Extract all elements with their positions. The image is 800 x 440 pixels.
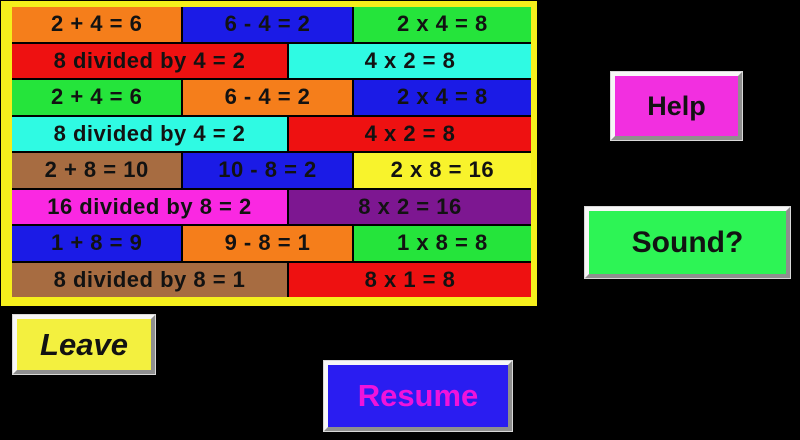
equation-tile[interactable]: 1 + 8 = 9 — [12, 226, 182, 261]
leave-button[interactable]: Leave — [12, 314, 156, 375]
resume-button[interactable]: Resume — [323, 360, 513, 432]
equation-tile[interactable]: 9 - 8 = 1 — [183, 226, 352, 261]
equation-tile[interactable]: 4 x 2 = 8 — [289, 43, 531, 78]
equation-tile[interactable]: 8 divided by 4 = 2 — [12, 43, 287, 78]
sound-toggle-button[interactable]: Sound? — [584, 206, 791, 279]
equation-tile[interactable]: 10 - 8 = 2 — [183, 153, 352, 188]
equation-tile[interactable]: 1 x 8 = 8 — [353, 226, 531, 261]
equation-tile[interactable]: 6 - 4 = 2 — [183, 7, 352, 42]
equation-tile[interactable]: 2 x 8 = 16 — [353, 153, 531, 188]
equation-tile[interactable]: 2 x 4 = 8 — [353, 80, 531, 115]
equation-tile[interactable]: 8 x 2 = 16 — [289, 189, 531, 224]
equation-tile[interactable]: 2 x 4 = 8 — [353, 7, 531, 42]
equation-tile[interactable]: 16 divided by 8 = 2 — [12, 189, 287, 224]
equation-tile[interactable]: 2 + 4 = 6 — [12, 80, 182, 115]
equation-tile[interactable]: 4 x 2 = 8 — [289, 116, 531, 151]
equation-tile[interactable]: 8 divided by 4 = 2 — [12, 116, 287, 151]
equation-tile[interactable]: 6 - 4 = 2 — [183, 80, 352, 115]
equation-tile[interactable]: 8 x 1 = 8 — [289, 262, 531, 297]
help-button[interactable]: Help — [610, 71, 743, 141]
equation-tile[interactable]: 2 + 4 = 6 — [12, 7, 182, 42]
equation-tile[interactable]: 2 + 8 = 10 — [12, 153, 182, 188]
equation-tile[interactable]: 8 divided by 8 = 1 — [12, 262, 287, 297]
